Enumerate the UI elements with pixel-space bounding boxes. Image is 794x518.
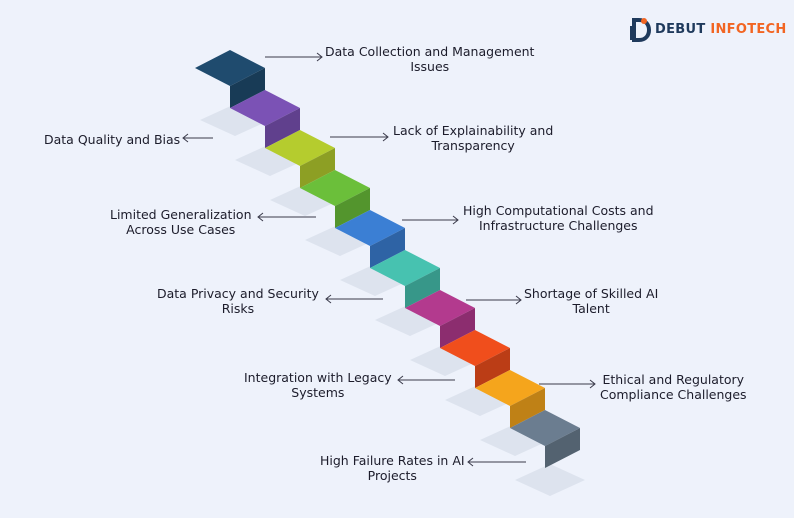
step-1-riser xyxy=(230,68,265,108)
step-10-shadow xyxy=(515,464,585,496)
step-3-line2: Transparency xyxy=(431,138,515,153)
step-4-line2: Across Use Cases xyxy=(126,222,236,237)
step-label-9: Ethical and Regulatory Compliance Challe… xyxy=(600,372,747,402)
debut-infotech-logo-icon xyxy=(630,18,652,42)
step-8-riser xyxy=(475,348,510,388)
step-label-10: High Failure Rates in AI Projects xyxy=(320,453,465,483)
step-6-line1: Data Privacy and Security xyxy=(157,286,319,301)
step-4-riser xyxy=(335,188,370,228)
step-label-8: Integration with Legacy Systems xyxy=(244,370,392,400)
step-6-line2: Risks xyxy=(221,301,255,316)
step-2-riser xyxy=(265,108,300,148)
step-9-line1: Ethical and Regulatory xyxy=(602,372,745,387)
step-9-line2: Compliance Challenges xyxy=(600,387,747,402)
arrowhead-icon-10 xyxy=(467,457,474,467)
step-4-line1: Limited Generalization xyxy=(110,207,252,222)
step-3-line1: Lack of Explainability and xyxy=(393,123,554,138)
step-label-1: Data Collection and Management Issues xyxy=(325,44,534,74)
step-8-line2: Systems xyxy=(291,385,345,400)
step-7-riser xyxy=(440,308,475,348)
step-8-line1: Integration with Legacy xyxy=(244,370,392,385)
step-2-line1: Data Quality and Bias xyxy=(44,132,181,147)
step-10-riser xyxy=(545,428,580,468)
arrowhead-icon-1 xyxy=(316,52,323,62)
step-label-4: Limited Generalization Across Use Cases xyxy=(110,207,252,237)
arrowhead-icon-2 xyxy=(182,133,189,143)
step-7-line1: Shortage of Skilled AI xyxy=(524,286,659,301)
arrowhead-icon-9 xyxy=(589,379,596,389)
step-5-line2: Infrastructure Challenges xyxy=(479,218,638,233)
step-3-riser xyxy=(300,148,335,188)
step-5-riser xyxy=(370,228,405,268)
step-7-line2: Talent xyxy=(572,301,610,316)
arrowhead-icon-3 xyxy=(382,132,389,142)
step-10-line1: High Failure Rates in AI xyxy=(320,453,465,468)
brand-name: DEBUT INFOTECH xyxy=(655,22,787,37)
brand-name-part2: INFOTECH xyxy=(710,22,787,37)
arrowhead-icon-7 xyxy=(515,295,522,305)
step-9-riser xyxy=(510,388,545,428)
arrowhead-icon-4 xyxy=(257,212,264,222)
step-label-2: Data Quality and Bias xyxy=(44,132,180,147)
step-label-3: Lack of Explainability and Transparency xyxy=(393,123,553,153)
step-1-line1: Data Collection and Management xyxy=(325,44,535,59)
step-label-7: Shortage of Skilled AI Talent xyxy=(524,286,658,316)
step-6-riser xyxy=(405,268,440,308)
step-5-line1: High Computational Costs and xyxy=(463,203,654,218)
brand-name-part1: DEBUT xyxy=(655,22,706,37)
arrowhead-icon-6 xyxy=(325,294,332,304)
arrowhead-icon-8 xyxy=(397,375,404,385)
step-1-line2: Issues xyxy=(410,59,450,74)
step-10-line2: Projects xyxy=(367,468,417,483)
step-label-5: High Computational Costs and Infrastruct… xyxy=(463,203,654,233)
arrowhead-icon-5 xyxy=(452,215,459,225)
step-label-6: Data Privacy and Security Risks xyxy=(157,286,319,316)
